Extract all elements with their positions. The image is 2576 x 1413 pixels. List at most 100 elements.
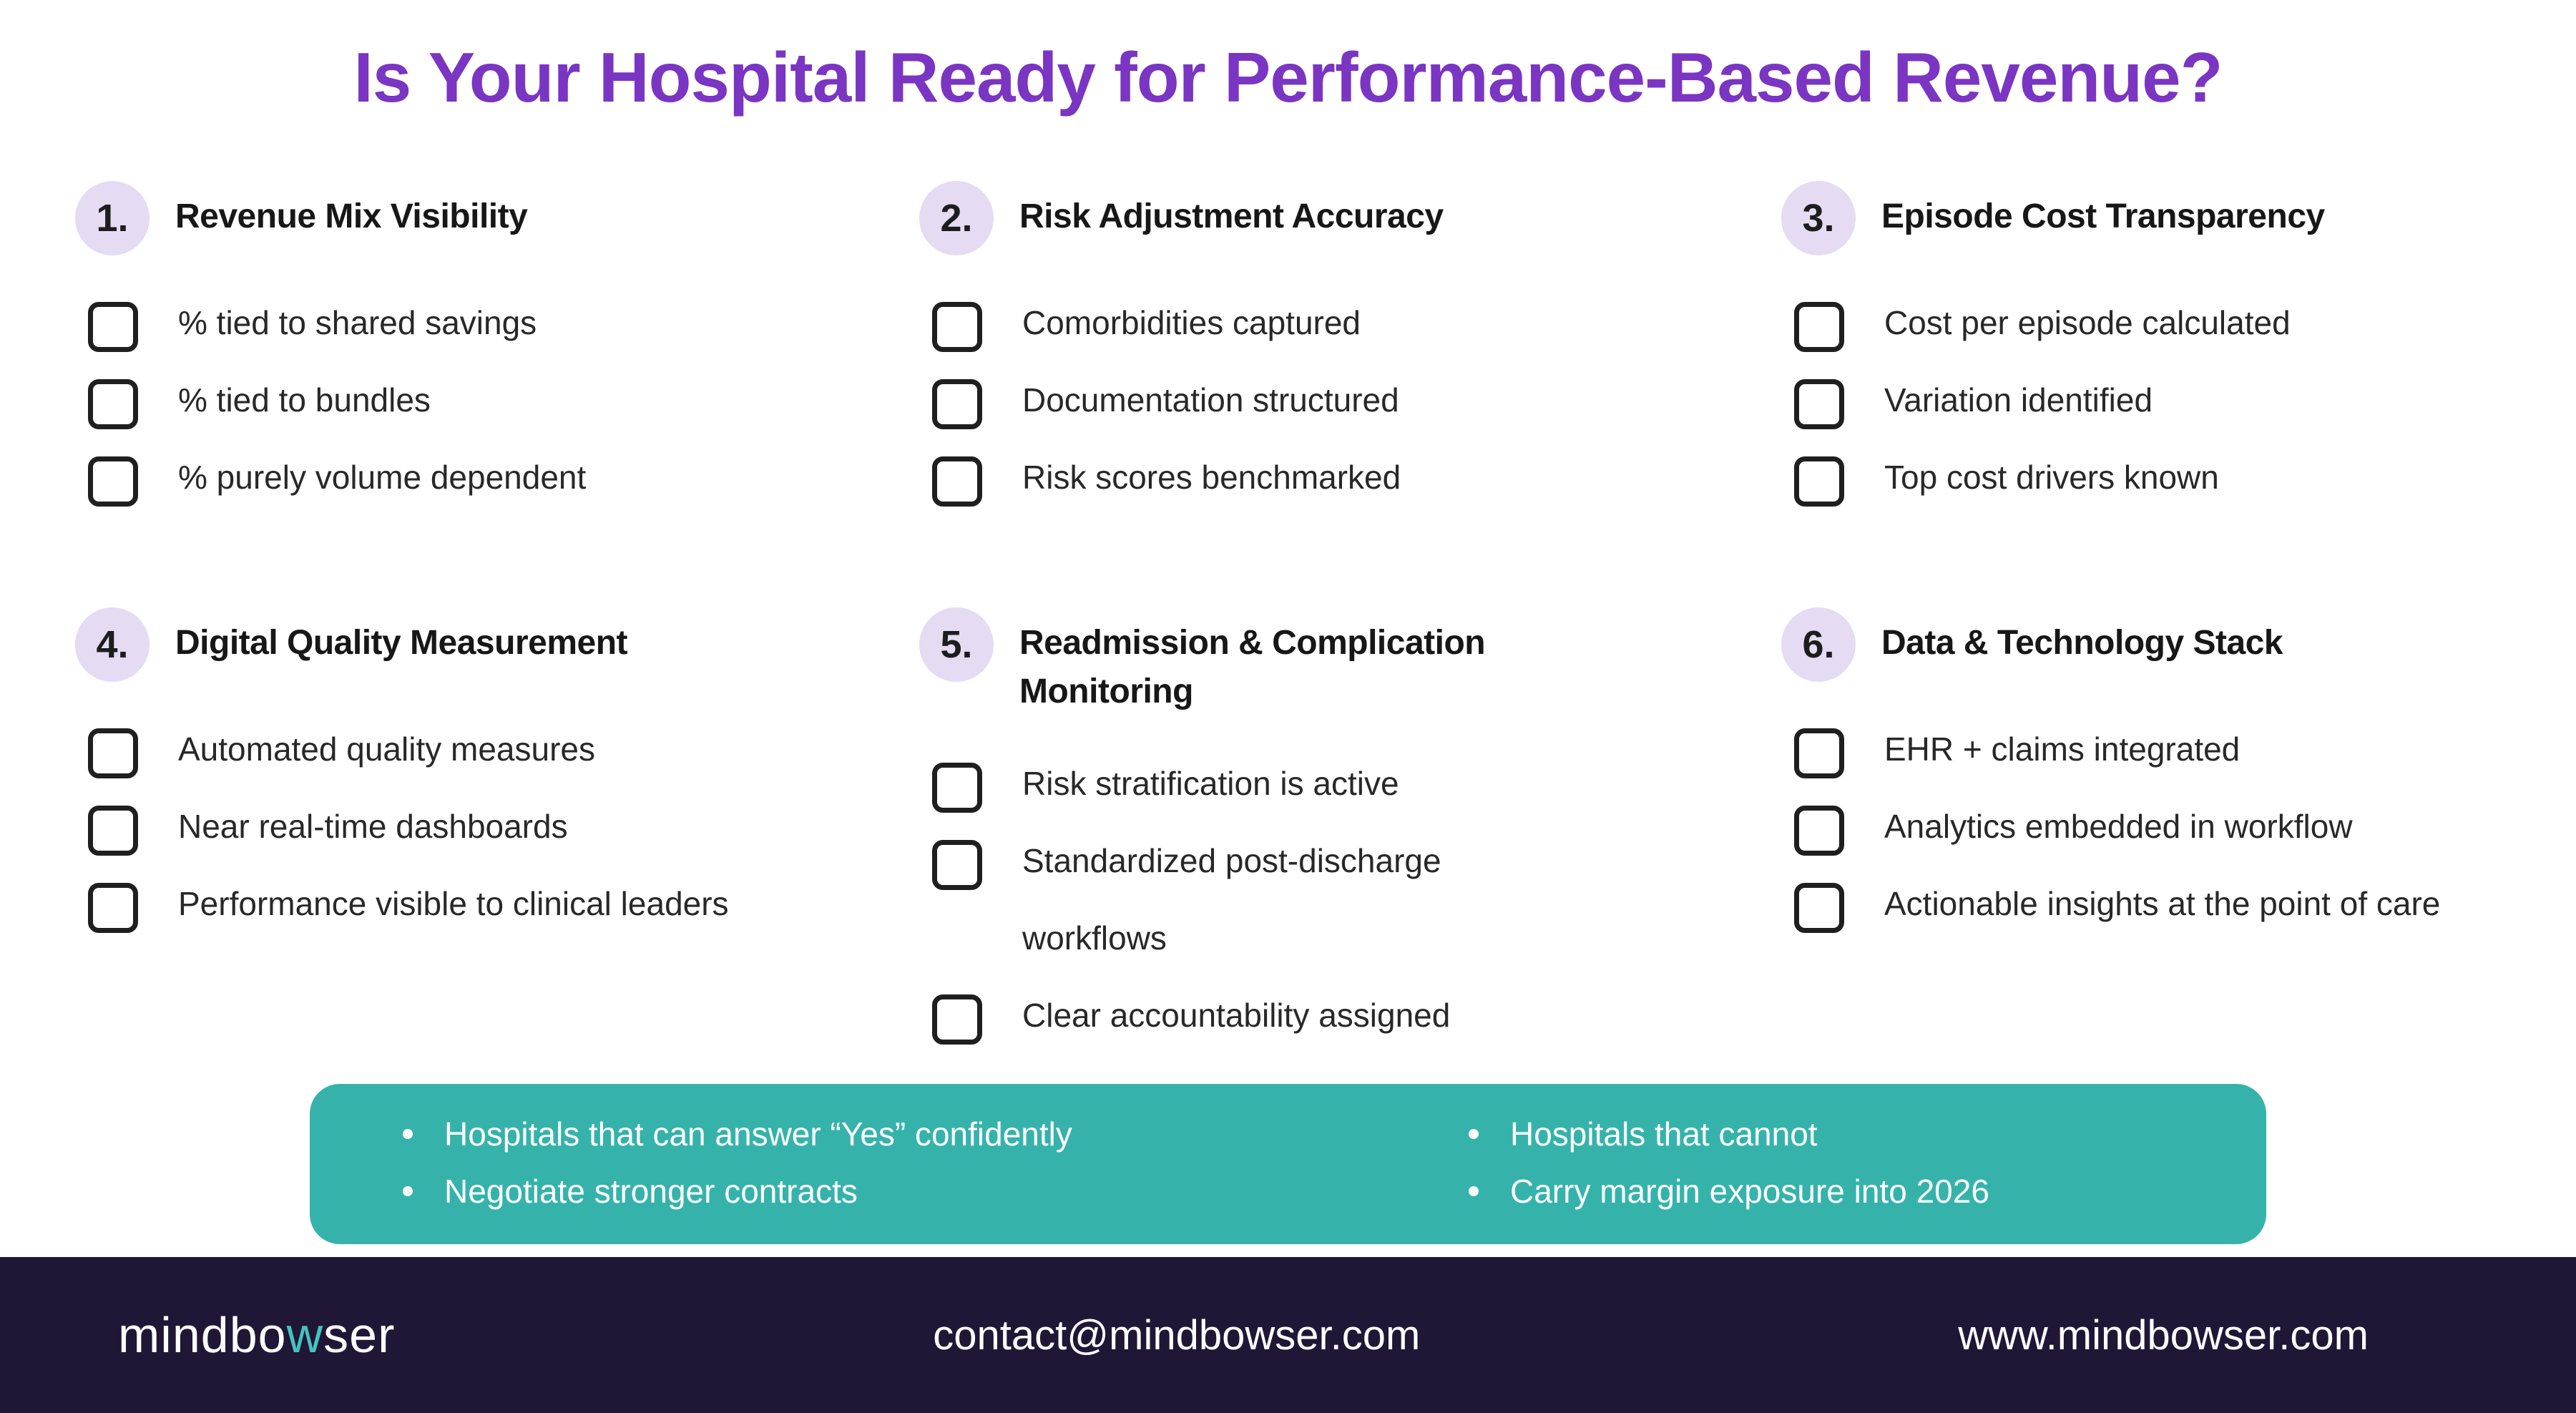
section-title: Risk Adjustment Accuracy — [1019, 197, 1444, 235]
number-label: 2. — [940, 197, 973, 240]
section-header: 5. Readmission & Complication Monitoring — [919, 607, 1781, 716]
list-item: Automated quality measures — [88, 710, 919, 788]
callout-text: Carry margin exposure into 2026 — [1510, 1173, 1989, 1210]
checkbox[interactable] — [932, 302, 982, 352]
section-header: 4. Digital Quality Measurement — [75, 607, 919, 682]
section-title: Revenue Mix Visibility — [175, 197, 528, 235]
checkbox[interactable] — [932, 379, 982, 429]
item-label: % purely volume dependent — [178, 459, 587, 496]
checklist-items: Automated quality measures Near real-tim… — [75, 710, 919, 942]
list-item: Documentation structured — [932, 361, 1781, 439]
item-label: Cost per episode calculated — [1884, 304, 2291, 341]
section-revenue-mix-visibility: 1. Revenue Mix Visibility % tied to shar… — [75, 181, 919, 516]
callout-bullet: Hospitals that can answer “Yes” confiden… — [403, 1105, 1469, 1163]
checkbox[interactable] — [1794, 728, 1844, 778]
checklist-items: Cost per episode calculated Variation id… — [1781, 284, 2576, 516]
item-label: Standardized post-discharge workflows — [1022, 842, 1441, 957]
website-link[interactable]: www.mindbowser.com — [1958, 1311, 2369, 1359]
item-label: Near real-time dashboards — [178, 808, 568, 845]
callout-text: Hospitals that can answer “Yes” confiden… — [444, 1115, 1072, 1153]
page-title: Is Your Hospital Ready for Performance-B… — [353, 38, 2223, 117]
section-episode-cost-transparency: 3. Episode Cost Transparency Cost per ep… — [1781, 181, 2576, 516]
list-item: Standardized post-discharge workflows — [932, 822, 1781, 977]
list-item: Risk stratification is active — [932, 745, 1781, 822]
checkbox[interactable] — [88, 806, 138, 856]
logo-text: ser — [323, 1307, 396, 1363]
number-badge: 4. — [75, 607, 150, 682]
checklist-items: Comorbidities captured Documentation str… — [919, 284, 1781, 516]
logo-text: mindbo — [118, 1307, 287, 1363]
number-badge: 2. — [919, 181, 994, 255]
mindbowser-logo: mindbowser — [118, 1306, 395, 1364]
callout-bullet: Hospitals that cannot — [1469, 1105, 2223, 1163]
checkbox[interactable] — [88, 456, 138, 507]
item-label: Risk stratification is active — [1022, 765, 1399, 802]
callout-bullet: Carry margin exposure into 2026 — [1469, 1163, 2223, 1220]
list-item: EHR + claims integrated — [1794, 710, 2576, 788]
number-badge: 3. — [1781, 181, 1856, 255]
number-badge: 5. — [919, 607, 994, 682]
checkbox[interactable] — [1794, 806, 1844, 856]
item-label: Top cost drivers known — [1884, 459, 2219, 496]
checkbox[interactable] — [932, 456, 982, 507]
list-item: Clear accountability assigned — [932, 977, 1781, 1054]
item-label: Risk scores benchmarked — [1022, 459, 1401, 496]
checkbox[interactable] — [88, 379, 138, 429]
callout-right-column: Hospitals that cannot Carry margin expos… — [1469, 1105, 2223, 1220]
checkbox[interactable] — [1794, 883, 1844, 933]
item-label: Actionable insights at the point of care — [1884, 885, 2441, 922]
section-readmission-complication-monitoring: 5. Readmission & Complication Monitoring… — [919, 607, 1781, 1054]
checkbox[interactable] — [932, 994, 982, 1045]
number-label: 6. — [1802, 623, 1835, 666]
checkbox[interactable] — [1794, 379, 1844, 429]
list-item: % purely volume dependent — [88, 439, 919, 516]
section-title: Episode Cost Transparency — [1881, 197, 2325, 235]
item-label: % tied to shared savings — [178, 304, 537, 341]
checkbox[interactable] — [1794, 456, 1844, 507]
item-label: Performance visible to clinical leaders — [178, 885, 729, 922]
list-item: Performance visible to clinical leaders — [88, 865, 919, 942]
checklist-items: % tied to shared savings % tied to bundl… — [75, 284, 919, 516]
checkbox[interactable] — [932, 840, 982, 890]
item-label: Automated quality measures — [178, 730, 595, 768]
list-item: Actionable insights at the point of care — [1794, 865, 2576, 942]
checkbox[interactable] — [88, 883, 138, 933]
checklist-grid: 1. Revenue Mix Visibility % tied to shar… — [0, 118, 2576, 1054]
checkbox[interactable] — [88, 302, 138, 352]
bullet-icon — [1469, 1186, 1479, 1196]
list-item: Near real-time dashboards — [88, 788, 919, 865]
bullet-icon — [403, 1186, 413, 1196]
checkbox[interactable] — [88, 728, 138, 778]
callout-left-column: Hospitals that can answer “Yes” confiden… — [403, 1105, 1469, 1220]
number-label: 1. — [96, 197, 129, 240]
list-item: Comorbidities captured — [932, 284, 1781, 361]
checkbox[interactable] — [932, 763, 982, 813]
section-header: 3. Episode Cost Transparency — [1781, 181, 2576, 255]
checklist-items: EHR + claims integrated Analytics embedd… — [1781, 710, 2576, 942]
section-digital-quality-measurement: 4. Digital Quality Measurement Automated… — [75, 607, 919, 1054]
list-item: % tied to bundles — [88, 361, 919, 439]
item-label: Clear accountability assigned — [1022, 997, 1451, 1034]
checkbox[interactable] — [1794, 302, 1844, 352]
item-label: Documentation structured — [1022, 381, 1399, 419]
number-label: 3. — [1802, 197, 1835, 240]
bullet-icon — [1469, 1129, 1479, 1139]
list-item: Analytics embedded in workflow — [1794, 788, 2576, 865]
list-item: Top cost drivers known — [1794, 439, 2576, 516]
item-label: Comorbidities captured — [1022, 304, 1361, 341]
section-header: 1. Revenue Mix Visibility — [75, 181, 919, 255]
bullet-icon — [403, 1129, 413, 1139]
callout-text: Hospitals that cannot — [1510, 1115, 1818, 1153]
section-title: Readmission & Complication Monitoring — [1019, 624, 1486, 710]
section-title: Data & Technology Stack — [1881, 624, 2283, 662]
list-item: Cost per episode calculated — [1794, 284, 2576, 361]
callout-bullet: Negotiate stronger contracts — [403, 1163, 1469, 1220]
section-title: Digital Quality Measurement — [175, 624, 628, 662]
number-badge: 6. — [1781, 607, 1856, 682]
contact-email-link[interactable]: contact@mindbowser.com — [933, 1311, 1421, 1359]
footer-bar: mindbowser contact@mindbowser.com www.mi… — [0, 1257, 2576, 1413]
item-label: Analytics embedded in workflow — [1884, 808, 2353, 845]
list-item: Variation identified — [1794, 361, 2576, 439]
section-header: 2. Risk Adjustment Accuracy — [919, 181, 1781, 255]
